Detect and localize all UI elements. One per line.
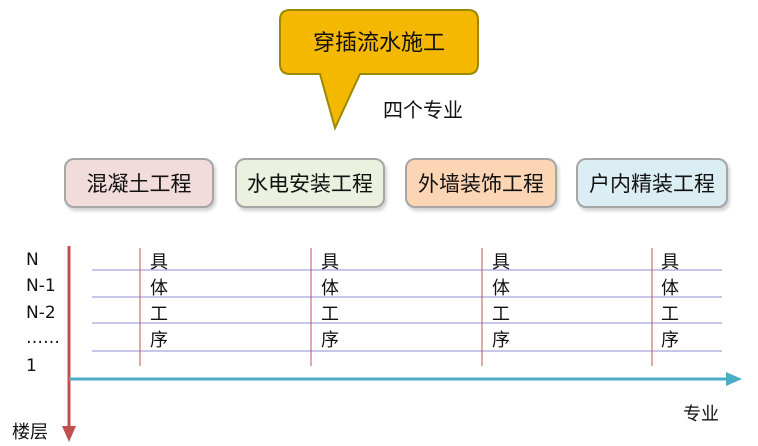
specialty-box-facade: 外墙装饰工程 [405,158,557,208]
process-char: 具 [492,252,510,273]
floor-label: N-1 [26,276,56,296]
specialty-label: 水电安装工程 [247,172,373,196]
process-char: 体 [492,278,510,299]
callout-title: 穿插流水施工 [312,31,445,56]
floor-label: 1 [26,356,37,376]
process-char: 体 [321,278,339,299]
grid-lines [92,269,722,352]
specialty-label: 户内精装工程 [589,172,715,196]
x-axis [69,372,742,386]
specialty-box-plumbing-electrical: 水电安装工程 [235,158,385,208]
process-char: 具 [661,252,679,273]
specialty-label: 混凝土工程 [86,172,192,196]
process-char: 序 [150,330,168,351]
process-char: 体 [661,278,679,299]
x-axis-label: 专业 [683,404,719,425]
y-axis-label: 楼层 [12,422,48,443]
process-char: 具 [150,252,168,273]
floor-label: N-2 [26,303,56,323]
process-char: 序 [321,330,339,351]
process-char: 工 [321,304,339,325]
process-char: 体 [150,278,168,299]
floor-label: N [26,250,39,270]
column-dividers [139,248,653,366]
process-char: 序 [661,330,679,351]
process-char: 序 [492,330,510,351]
floor-label: …… [26,328,60,348]
y-axis [62,246,76,442]
process-char: 具 [321,252,339,273]
specialty-box-concrete: 混凝土工程 [64,158,214,208]
subtitle: 四个专业 [383,98,463,122]
process-char: 工 [492,304,510,325]
process-char: 工 [150,304,168,325]
specialty-box-interior: 户内精装工程 [576,158,728,208]
process-char: 工 [661,304,679,325]
specialty-label: 外墙装饰工程 [418,172,544,196]
callout-bubble [279,9,479,131]
